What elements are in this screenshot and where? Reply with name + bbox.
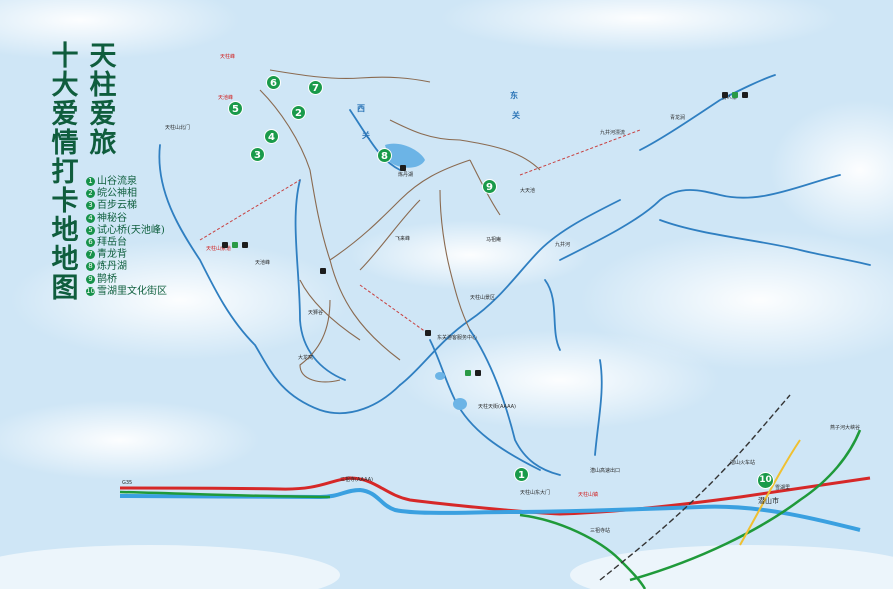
map-title-right: 天柱爱旅 <box>89 41 117 159</box>
facility-icon <box>465 370 471 376</box>
place-label: 东关游客服务中心 <box>437 335 478 341</box>
facility-icon <box>722 92 728 98</box>
spot-marker-6[interactable]: 6 <box>266 75 281 90</box>
spot-marker-8[interactable]: 8 <box>377 148 392 163</box>
area-label-west-2: 关 <box>362 131 370 140</box>
spot-marker-4[interactable]: 4 <box>264 129 279 144</box>
facility-icon <box>732 92 738 98</box>
place-label: 天柱山镇 <box>578 492 599 498</box>
place-label: 三祖寺站 <box>590 528 611 534</box>
place-label: 天柱天街(AAAA) <box>478 404 517 410</box>
place-label: 野人寨 <box>722 95 738 101</box>
place-label: 天柱山北门 <box>165 125 191 131</box>
place-label: 大龙窝 <box>298 355 314 361</box>
place-label: 天池峰 <box>218 95 234 101</box>
facility-icon <box>222 242 228 248</box>
spot-marker-1[interactable]: 1 <box>514 467 529 482</box>
facility-icon <box>320 268 326 274</box>
place-label: 天柱山景区 <box>470 295 496 301</box>
facility-icon <box>425 330 431 336</box>
facility-icon <box>742 92 748 98</box>
place-label: 燕子河大峡谷 <box>830 425 861 431</box>
place-label: G35 <box>122 480 133 486</box>
area-label-east: 东 <box>510 91 518 100</box>
spot-marker-5[interactable]: 5 <box>228 101 243 116</box>
place-label: 飞来峰 <box>395 236 411 242</box>
area-label-west: 西 <box>357 104 365 113</box>
spot-marker-9[interactable]: 9 <box>482 179 497 194</box>
place-label: 九井河 <box>555 242 571 248</box>
place-label: 潜山高速出口 <box>590 468 621 474</box>
place-label: 天狮谷 <box>308 310 324 316</box>
place-label: 九井河漂流 <box>600 130 626 136</box>
place-label: 天柱山索道 <box>206 246 232 252</box>
spot-marker-7[interactable]: 7 <box>308 80 323 95</box>
map-title-left: 十大爱情打卡地地图 <box>51 41 79 304</box>
place-label: 雪湖里 <box>775 485 791 491</box>
place-label: 炼丹湖 <box>398 172 414 178</box>
place-label: 天柱峰 <box>220 54 236 60</box>
spot-marker-10[interactable]: 10 <box>757 472 774 489</box>
facility-icon <box>475 370 481 376</box>
facility-icon <box>400 165 406 171</box>
spot-marker-3[interactable]: 3 <box>250 147 265 162</box>
place-label: 青龙涧 <box>670 115 686 121</box>
place-label: 潜山火车站 <box>730 460 756 466</box>
spot-marker-2[interactable]: 2 <box>291 105 306 120</box>
facility-icon <box>242 242 248 248</box>
place-label: 大天池 <box>520 188 536 194</box>
place-label: 马祖庵 <box>486 237 502 243</box>
place-label: 天柱山东大门 <box>520 490 551 496</box>
area-label-east-2: 关 <box>512 111 520 120</box>
place-label: 三祖寺(AAAA) <box>340 477 374 483</box>
city-label: 潜山市 <box>758 497 779 505</box>
place-label: 天池峰 <box>255 260 271 266</box>
facility-icon <box>232 242 238 248</box>
